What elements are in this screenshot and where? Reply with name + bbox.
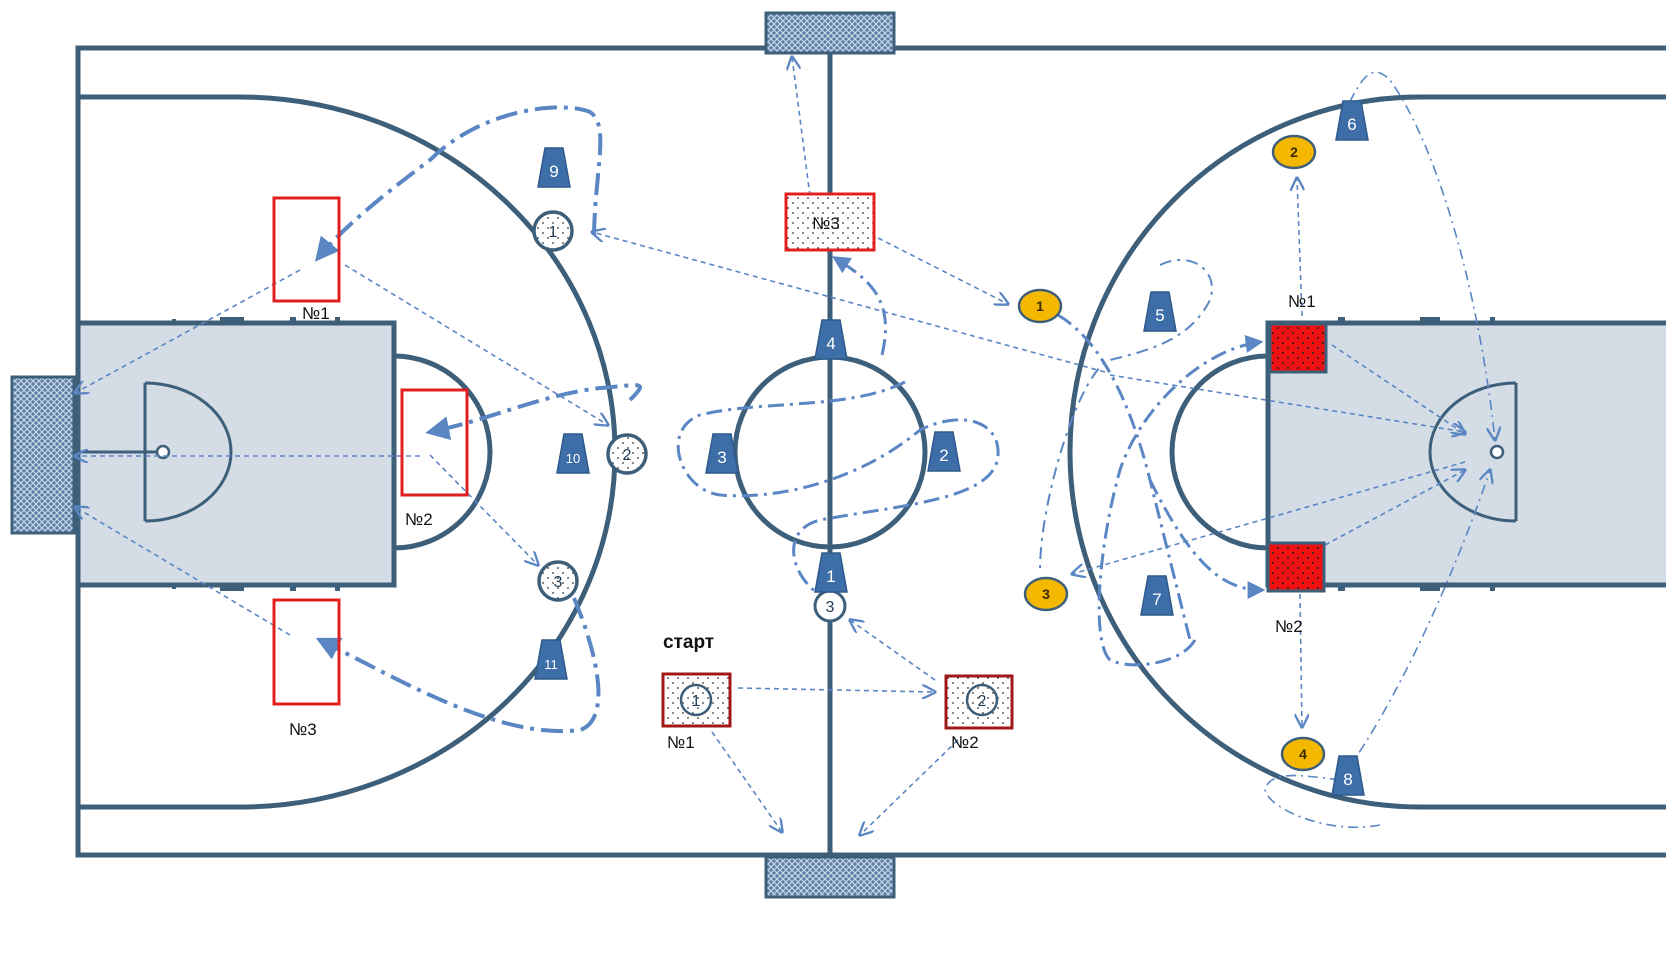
svg-text:3: 3	[1042, 586, 1050, 602]
left-paint	[75, 320, 397, 588]
right-station-2	[1266, 541, 1326, 593]
left-box-1-label: №1	[302, 304, 330, 323]
left-station-3	[272, 598, 341, 706]
right-station-1	[1268, 322, 1328, 374]
cone-10: 10	[556, 433, 590, 474]
right-three-point-line	[1067, 94, 1666, 810]
left-goal-mat	[10, 375, 76, 535]
movement-paths	[314, 71, 1495, 829]
right-restricted-arc	[1428, 381, 1517, 523]
svg-text:10: 10	[566, 451, 580, 466]
ball-2: 2	[1271, 134, 1317, 170]
right-hoop	[1489, 444, 1505, 460]
pass-lines	[75, 57, 1465, 835]
start-label: старт	[663, 632, 714, 653]
cone-11: 11	[534, 639, 568, 680]
svg-text:2: 2	[978, 693, 987, 710]
right-free-throw-arc	[1169, 353, 1269, 551]
svg-text:1: 1	[549, 224, 558, 241]
svg-text:5: 5	[1155, 306, 1164, 325]
left-station-2	[400, 388, 469, 497]
svg-text:2: 2	[623, 447, 632, 464]
cone-1: 1	[814, 552, 848, 593]
svg-text:6: 6	[1347, 115, 1356, 134]
right-box-1-label: №1	[1288, 292, 1316, 311]
left-hoop	[155, 444, 171, 460]
discs: 1 2 3 3 1 2	[532, 210, 999, 717]
right-box-2-label: №2	[1275, 617, 1303, 636]
start-box-1-label: №1	[667, 733, 695, 752]
center-box-3-label: №3	[812, 214, 840, 233]
svg-text:4: 4	[826, 334, 835, 353]
disc-start-2: 2	[965, 683, 999, 717]
cone-9: 9	[537, 147, 571, 188]
svg-text:3: 3	[826, 599, 835, 616]
cone-8: 8	[1331, 755, 1365, 796]
center-station-3	[784, 192, 876, 252]
cone-2: 2	[927, 431, 961, 472]
left-station-1	[272, 196, 341, 303]
start-box-2-label: №2	[951, 733, 979, 752]
disc-left-2: 2	[606, 433, 648, 475]
right-paint	[1265, 320, 1666, 588]
disc-center-3: 3	[813, 589, 847, 623]
svg-text:1: 1	[692, 693, 701, 710]
svg-text:3: 3	[554, 574, 563, 591]
ball-1: 1	[1017, 288, 1063, 324]
left-restricted-arc	[144, 381, 233, 523]
cone-3: 3	[705, 433, 739, 474]
svg-text:7: 7	[1152, 590, 1161, 609]
svg-text:2: 2	[1290, 144, 1298, 160]
ball-3: 3	[1023, 576, 1069, 612]
disc-left-1: 1	[532, 210, 574, 252]
cone-4: 4	[814, 319, 848, 360]
start-station-1	[661, 672, 732, 728]
left-free-throw-arc	[393, 353, 493, 551]
ball-4: 4	[1280, 736, 1326, 772]
left-box-2-label: №2	[405, 510, 433, 529]
disc-start-1: 1	[679, 683, 713, 717]
cone-6: 6	[1335, 100, 1369, 141]
svg-text:1: 1	[1036, 298, 1044, 314]
top-center-mat	[764, 11, 896, 55]
left-stations	[272, 196, 469, 706]
cone-5: 5	[1143, 291, 1177, 332]
svg-text:3: 3	[717, 448, 726, 467]
svg-text:4: 4	[1299, 746, 1307, 762]
svg-text:1: 1	[826, 567, 835, 586]
left-box-3-label: №3	[289, 720, 317, 739]
disc-left-3: 3	[537, 560, 579, 602]
left-half-court	[10, 94, 618, 810]
balls: 1 2 3 4	[1017, 134, 1326, 772]
svg-text:11: 11	[544, 657, 558, 672]
svg-text:2: 2	[939, 446, 948, 465]
bottom-center-mat	[764, 855, 896, 899]
cone-7: 7	[1140, 575, 1174, 616]
svg-text:9: 9	[549, 162, 558, 181]
svg-text:8: 8	[1343, 770, 1352, 789]
right-half-court	[1067, 94, 1666, 810]
